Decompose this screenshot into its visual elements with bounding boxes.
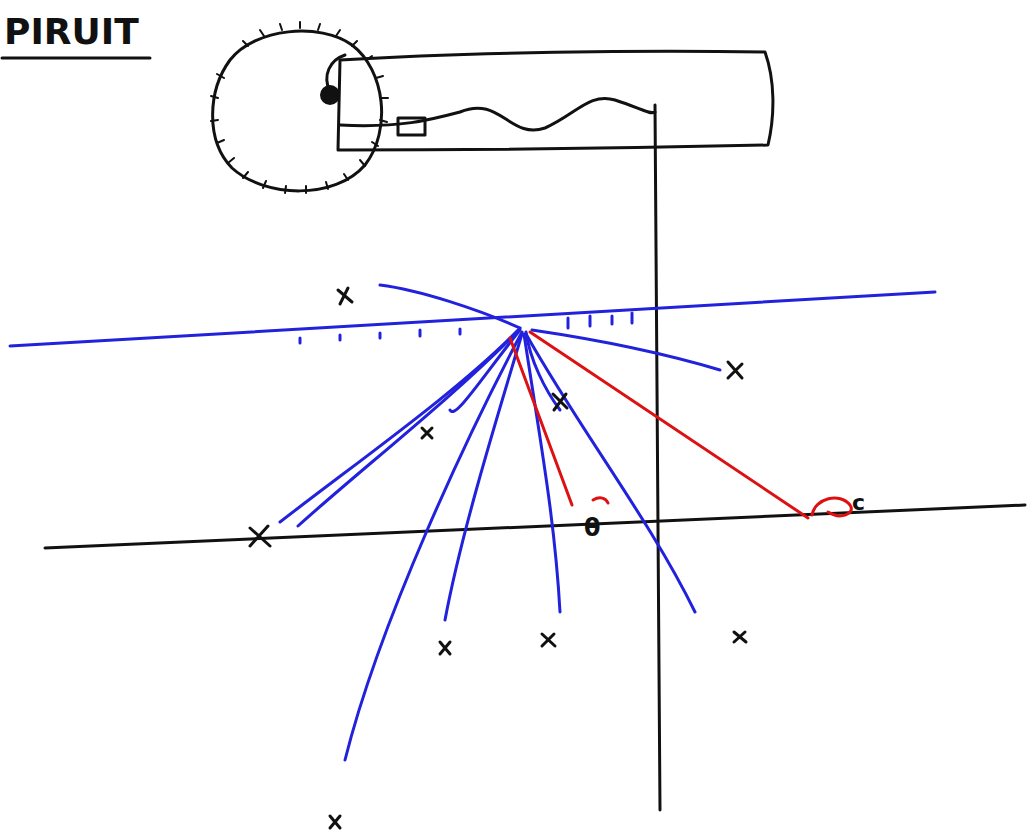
vertical-line (655, 105, 660, 810)
handle-slot (398, 118, 425, 135)
red-lines (510, 332, 851, 518)
cutter-wheel (213, 31, 382, 191)
wheel-ticks (211, 22, 388, 193)
point-label: c (852, 492, 865, 514)
title-underline (2, 57, 150, 60)
handle-wave (340, 98, 655, 130)
angle-label: θ (584, 516, 601, 540)
wheel-hub (320, 85, 340, 105)
x-marks (250, 288, 746, 828)
ground-line (45, 505, 1025, 548)
cutter-handle (338, 51, 773, 150)
title-text: PIRUIT (4, 14, 139, 50)
blue-rays (10, 285, 935, 760)
